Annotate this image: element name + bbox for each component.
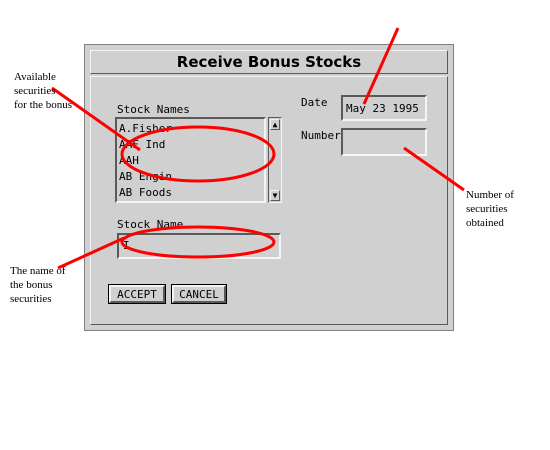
annotation-line: Number of [466,189,514,201]
annotation-line: securities [10,293,52,305]
list-item[interactable]: AB Foods [119,186,172,199]
date-field[interactable]: May 23 1995 [341,95,427,121]
scroll-down-icon[interactable]: ▼ [270,190,280,201]
annotation-line: Available [14,71,56,83]
annotation-available: Available securities for the bonus [14,70,72,112]
annotation-number-obtained: Number of securities obtained [466,188,514,230]
number-pointer-line [403,146,465,192]
dialog-title: Receive Bonus Stocks [90,50,448,74]
dialog-body [90,76,448,325]
annotation-line: securities [14,85,56,97]
accept-button-frame: ACCEPT [108,284,166,304]
stock-list-scrollbar[interactable]: ▲ ▼ [268,117,282,203]
annotation-line: the bonus [10,279,53,291]
date-label: Date [301,96,328,109]
annotation-line: securities [466,203,508,215]
cancel-button-frame: CANCEL [171,284,227,304]
annotation-bonus-name: The name of the bonus securities [10,264,66,306]
bonus-name-pointer-line [57,236,125,270]
scroll-up-icon[interactable]: ▲ [270,119,280,130]
stock-names-label: Stock Names [117,103,190,116]
list-highlight-ellipse [120,125,276,183]
number-field[interactable] [341,128,427,156]
date-pointer-line [362,27,400,105]
cancel-button[interactable]: CANCEL [172,285,226,303]
annotation-line: for the bonus [14,99,73,111]
number-label: Number [301,129,341,142]
accept-button[interactable]: ACCEPT [109,285,165,303]
annotation-line: obtained [466,217,504,229]
stock-name-highlight-ellipse [120,225,276,259]
list-item[interactable]: AB Engin [119,170,172,183]
stock-name-input[interactable]: I [117,233,281,259]
available-pointer-line [51,86,141,152]
annotation-line: The name of [10,265,66,277]
